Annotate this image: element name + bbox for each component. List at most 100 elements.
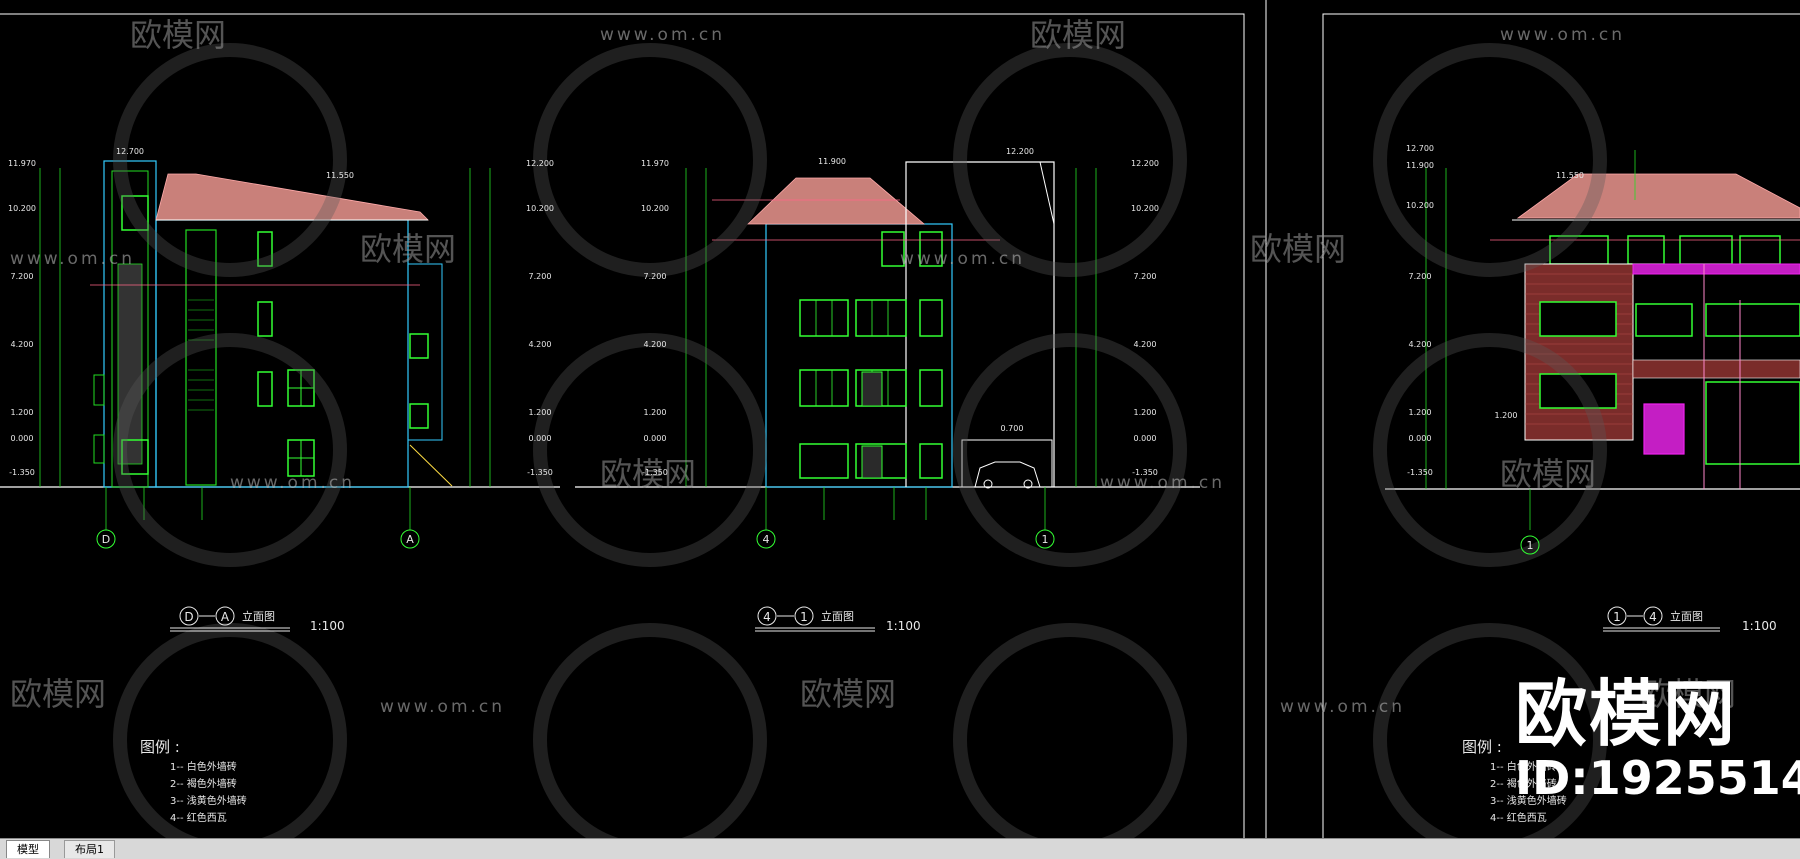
axis-bubble-1: 1 xyxy=(1042,533,1049,546)
axis-bubble-4: 4 xyxy=(763,533,770,546)
level-label-1-4-left: 7.200 xyxy=(1409,272,1432,281)
legend-right-item-1: 1-- 白色外墙砖 xyxy=(1490,760,1557,773)
level-label-4-1-left: -1.350 xyxy=(642,468,668,477)
level-label-d-a-right: 12.200 xyxy=(526,159,554,168)
level-label-4-1-left: 4.200 xyxy=(644,340,667,349)
legend-right-title: 图例 : xyxy=(1462,738,1502,756)
watermark-brand: 欧模网 xyxy=(1640,675,1736,713)
level-label-d-a-left: 1.200 xyxy=(11,408,34,417)
sheet-frame-left xyxy=(0,13,1245,838)
axis-bubble-1-right: 1 xyxy=(1527,539,1534,552)
level-label-d-a-left: 11.970 xyxy=(8,159,36,168)
legend-right-item-4: 4-- 红色西瓦 xyxy=(1490,811,1547,824)
level-label-1-4-left: 12.700 xyxy=(1406,144,1434,153)
level-label-d-a-right: -1.350 xyxy=(527,468,553,477)
level-label-d-a-right: 0.000 xyxy=(529,434,552,443)
level-label-4-1-right: 4.200 xyxy=(1134,340,1157,349)
cad-model-canvas[interactable]: 欧模网欧模网欧模网欧模网欧模网欧模网欧模网欧模网欧模网www.om.cnwww.… xyxy=(0,0,1800,838)
ridge-label-4-1-mid: 11.900 xyxy=(818,157,846,166)
axis-bubble-4-circle xyxy=(756,529,776,549)
watermark-brand: 欧模网 xyxy=(800,675,896,713)
title-4-1-right-bubble: 1 xyxy=(800,610,808,624)
title-4-1-left-bubble: 4 xyxy=(763,610,771,624)
level-label-4-1-left: 7.200 xyxy=(644,272,667,281)
axis-bubble-1-right-circle xyxy=(1520,535,1540,555)
elevation-4-1[interactable] xyxy=(575,161,1200,530)
watermark-url: www.om.cn xyxy=(380,697,505,717)
title-1-4-scale: 1:100 xyxy=(1742,619,1777,633)
level-label-d-a-right: 7.200 xyxy=(529,272,552,281)
level-label-1-4-left: 11.900 xyxy=(1406,161,1434,170)
brand-overlay-name: 欧模网 xyxy=(1515,672,1738,756)
title-d-a-text: 立面图 xyxy=(242,609,275,623)
level-label-d-a-left: 4.200 xyxy=(11,340,34,349)
level-label-d-a-left: 10.200 xyxy=(8,204,36,213)
drawing-title-1-4[interactable]: 1 4 立面图 1:100 xyxy=(1603,606,1777,633)
level-label-1-4-left: 0.000 xyxy=(1409,434,1432,443)
level-label-1-4-left: 1.200 xyxy=(1409,408,1432,417)
level-label-d-a-left: -1.350 xyxy=(9,468,35,477)
level-label-d-a-left: 7.200 xyxy=(11,272,34,281)
level-label-d-a-right: 4.200 xyxy=(529,340,552,349)
level-label-4-1-left: 10.200 xyxy=(641,204,669,213)
watermark-brand: 欧模网 xyxy=(1030,16,1126,54)
axis-bubble-a-circle xyxy=(400,529,420,549)
sheet-frame-right xyxy=(1322,13,1800,838)
level-label-4-1-right: 7.200 xyxy=(1134,272,1157,281)
watermark-url: www.om.cn xyxy=(1500,25,1625,45)
level-label-1-4-left: 4.200 xyxy=(1409,340,1432,349)
title-4-1-scale: 1:100 xyxy=(886,619,921,633)
ridge-label-d-a-mid: 11.550 xyxy=(326,171,354,180)
title-1-4-left-bubble: 1 xyxy=(1613,610,1621,624)
watermark-url: www.om.cn xyxy=(900,249,1025,269)
level-label-d-a-left: 0.000 xyxy=(11,434,34,443)
axis-bubble-d: D xyxy=(102,533,110,546)
watermark-brand: 欧模网 xyxy=(1250,230,1346,268)
watermark-url: www.om.cn xyxy=(230,473,355,493)
tab-layout1[interactable]: 布局1 xyxy=(64,840,115,858)
legend-left-item-3: 3-- 浅黄色外墙砖 xyxy=(170,794,247,807)
level-label-d-a-right: 10.200 xyxy=(526,204,554,213)
level-label-4-1-right: 12.200 xyxy=(1131,159,1159,168)
ridge-label-4-1-top: 12.200 xyxy=(1006,147,1034,156)
title-d-a-scale: 1:100 xyxy=(310,619,345,633)
legend-left-title: 图例 : xyxy=(140,738,180,756)
legend-left-item-2: 2-- 褐色外墙砖 xyxy=(170,777,237,790)
tab-model[interactable]: 模型 xyxy=(6,840,50,858)
watermark-url: www.om.cn xyxy=(10,249,135,269)
brand-overlay-id: ID:1925514 xyxy=(1515,751,1800,805)
level-label-d-a-right: 1.200 xyxy=(529,408,552,417)
title-4-1-text: 立面图 xyxy=(821,609,854,623)
axis-bubbles: D A 4 1 1 xyxy=(96,529,1540,555)
legend-right-item-3: 3-- 浅黄色外墙砖 xyxy=(1490,794,1567,807)
level-label-4-1-right: 10.200 xyxy=(1131,204,1159,213)
title-d-a-left-bubble: D xyxy=(184,610,193,624)
level-label-1-4-left: 10.200 xyxy=(1406,201,1434,210)
level-label-1-4-left: -1.350 xyxy=(1407,468,1433,477)
legend-right: 图例 : 1-- 白色外墙砖 2-- 褐色外墙砖 3-- 浅黄色外墙砖 4-- … xyxy=(1462,738,1567,824)
title-1-4-right-bubble: 4 xyxy=(1649,610,1657,624)
ridge-label-1-4-mid: 11.550 xyxy=(1556,171,1584,180)
level-label-4-1-left: 0.000 xyxy=(644,434,667,443)
drawing-title-d-a[interactable]: D A 立面图 1:100 xyxy=(170,606,345,633)
legend-left-item-1: 1-- 白色外墙砖 xyxy=(170,760,237,773)
watermark-brand: 欧模网 xyxy=(1500,455,1596,493)
ridge-label-d-a-top: 12.700 xyxy=(116,147,144,156)
drawing-title-4-1[interactable]: 4 1 立面图 1:100 xyxy=(755,606,921,633)
level-label-1-4-mid: 1.200 xyxy=(1495,411,1518,420)
canopy-label-4-1: 0.700 xyxy=(1001,424,1024,433)
watermark-layer xyxy=(113,43,1607,838)
watermark-brand: 欧模网 xyxy=(600,455,696,493)
level-label-4-1-right: 0.000 xyxy=(1134,434,1157,443)
title-1-4-text: 立面图 xyxy=(1670,609,1703,623)
axis-bubble-d-circle xyxy=(96,529,116,549)
legend-left: 图例 : 1-- 白色外墙砖 2-- 褐色外墙砖 3-- 浅黄色外墙砖 4-- … xyxy=(140,738,247,824)
elevation-d-a[interactable] xyxy=(0,160,560,530)
elevation-1-4[interactable] xyxy=(1385,150,1800,530)
axis-bubble-a: A xyxy=(406,533,414,546)
level-label-4-1-right: -1.350 xyxy=(1132,468,1158,477)
level-label-4-1-left: 1.200 xyxy=(644,408,667,417)
legend-left-item-4: 4-- 红色西瓦 xyxy=(170,811,227,824)
legend-right-item-2: 2-- 褐色外墙砖 xyxy=(1490,777,1557,790)
